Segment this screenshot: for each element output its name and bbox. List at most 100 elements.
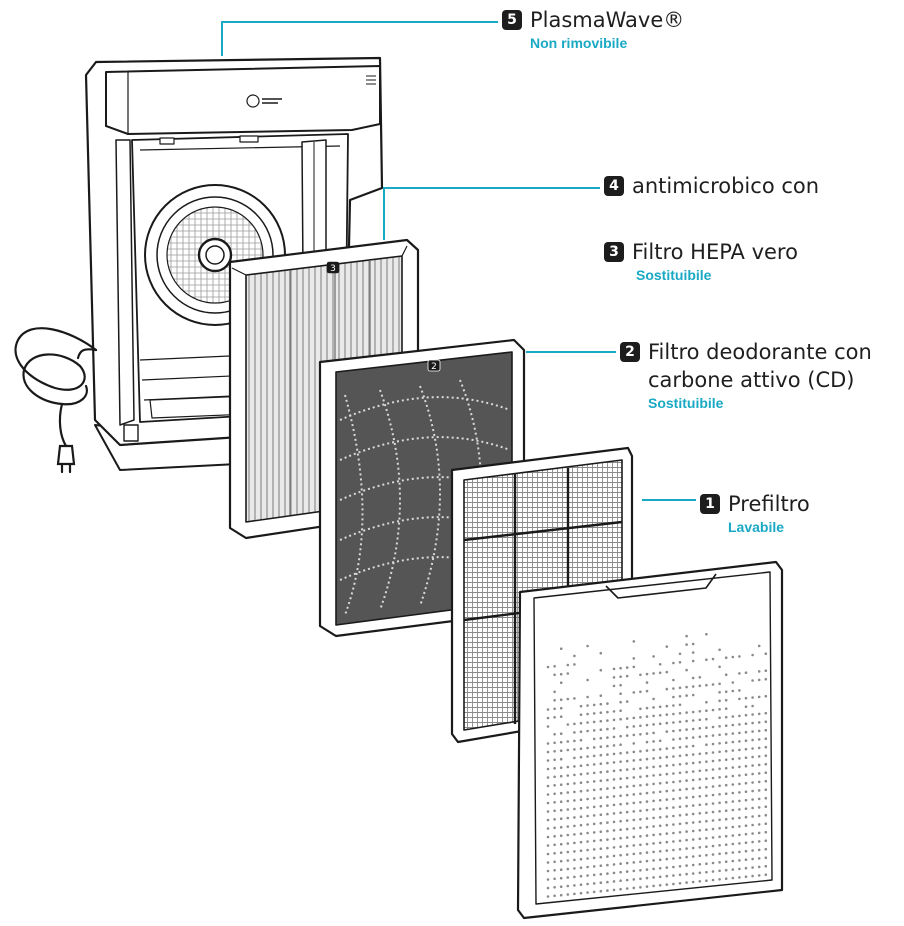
cover-perforation — [586, 823, 589, 826]
cover-perforation — [757, 865, 761, 869]
cover-perforation — [579, 764, 583, 767]
cover-perforation — [639, 716, 642, 719]
cover-perforation — [672, 882, 675, 886]
cover-perforation — [738, 825, 741, 828]
cover-perforation — [599, 753, 603, 757]
cover-perforation — [672, 840, 675, 843]
cover-perforation — [751, 857, 754, 861]
cover-perforation — [711, 844, 715, 848]
cover-perforation — [731, 723, 735, 727]
cover-perforation — [625, 827, 629, 831]
cover-perforation — [606, 872, 609, 875]
cover-perforation — [652, 825, 655, 828]
cover-perforation — [639, 758, 642, 762]
cover-perforation — [546, 784, 550, 788]
cover-perforation — [625, 810, 629, 814]
cover-perforation — [751, 713, 754, 716]
cover-perforation — [619, 819, 622, 823]
cover-perforation — [559, 859, 563, 863]
cover-perforation — [639, 707, 642, 711]
cover-perforation — [764, 669, 768, 672]
cover-perforation — [751, 696, 754, 699]
cover-perforation — [691, 880, 695, 884]
cover-perforation — [559, 825, 563, 829]
cover-perforation — [553, 869, 556, 872]
cover-perforation — [606, 821, 609, 824]
cover-perforation — [579, 721, 583, 725]
cover-perforation — [678, 763, 682, 766]
cover-perforation — [711, 802, 715, 805]
cover-perforation — [757, 670, 761, 673]
cover-perforation — [711, 776, 715, 780]
cover-perforation — [711, 683, 715, 686]
cover-perforation — [612, 735, 616, 739]
cover-perforation — [606, 761, 609, 765]
cover-perforation — [678, 686, 682, 690]
cover-perforation — [751, 823, 754, 827]
cover-perforation — [744, 866, 748, 870]
cover-perforation — [685, 847, 688, 850]
cover-perforation — [731, 655, 735, 659]
cover-perforation — [566, 850, 570, 854]
cover-perforation — [665, 840, 669, 844]
cover-perforation — [665, 849, 669, 852]
cover-perforation — [678, 797, 682, 800]
cover-perforation — [566, 842, 570, 845]
cover-perforation — [711, 870, 715, 873]
cover-perforation — [619, 879, 622, 882]
cover-perforation — [599, 745, 603, 748]
cover-perforation — [757, 738, 761, 741]
cover-perforation — [658, 748, 662, 751]
cover-perforation — [579, 823, 583, 827]
cover-perforation — [639, 673, 642, 677]
cover-perforation — [691, 770, 695, 773]
cover-perforation — [632, 886, 636, 890]
cover-perforation — [731, 783, 735, 786]
cover-perforation — [705, 734, 708, 738]
cover-perforation — [665, 730, 669, 733]
cover-perforation — [625, 861, 629, 865]
cover-perforation — [718, 742, 721, 745]
cover-perforation — [625, 776, 629, 780]
cover-perforation — [592, 814, 596, 817]
cover-perforation — [757, 789, 761, 792]
cover-perforation — [619, 768, 622, 772]
cover-perforation — [685, 779, 688, 782]
cover-perforation — [573, 833, 576, 836]
cover-perforation — [691, 787, 695, 790]
cover-perforation — [579, 832, 583, 835]
cover-perforation — [652, 833, 655, 837]
cover-perforation — [573, 892, 576, 896]
cover-perforation — [764, 754, 768, 757]
cover-perforation — [632, 725, 636, 728]
cover-perforation — [665, 747, 669, 750]
cover-perforation — [744, 739, 748, 742]
cover-perforation — [579, 772, 583, 776]
cover-perforation — [738, 833, 741, 837]
cover-perforation — [757, 857, 761, 860]
cover-perforation — [724, 877, 728, 880]
cover-perforation — [724, 792, 728, 795]
cover-perforation — [592, 831, 596, 834]
cover-perforation — [665, 832, 669, 835]
cover-perforation — [553, 767, 556, 770]
cover-perforation — [592, 720, 596, 724]
cover-perforation — [711, 768, 715, 771]
cover-perforation — [645, 774, 649, 778]
cover-perforation — [553, 775, 556, 779]
cover-perforation — [599, 728, 603, 731]
cover-perforation — [645, 842, 649, 846]
label-antimicrobial: 4 antimicrobico con — [604, 172, 819, 200]
cover-perforation — [632, 878, 636, 881]
cover-perforation — [705, 658, 708, 661]
cover-perforation — [751, 798, 754, 801]
cover-perforation — [685, 719, 688, 723]
cover-perforation — [599, 830, 603, 833]
cover-perforation — [705, 836, 708, 840]
cover-perforation — [738, 672, 741, 675]
cover-perforation — [672, 797, 675, 801]
cover-perforation — [573, 875, 576, 879]
cover-perforation — [705, 862, 708, 865]
cover-perforation — [705, 777, 708, 780]
cover-perforation — [685, 668, 688, 672]
